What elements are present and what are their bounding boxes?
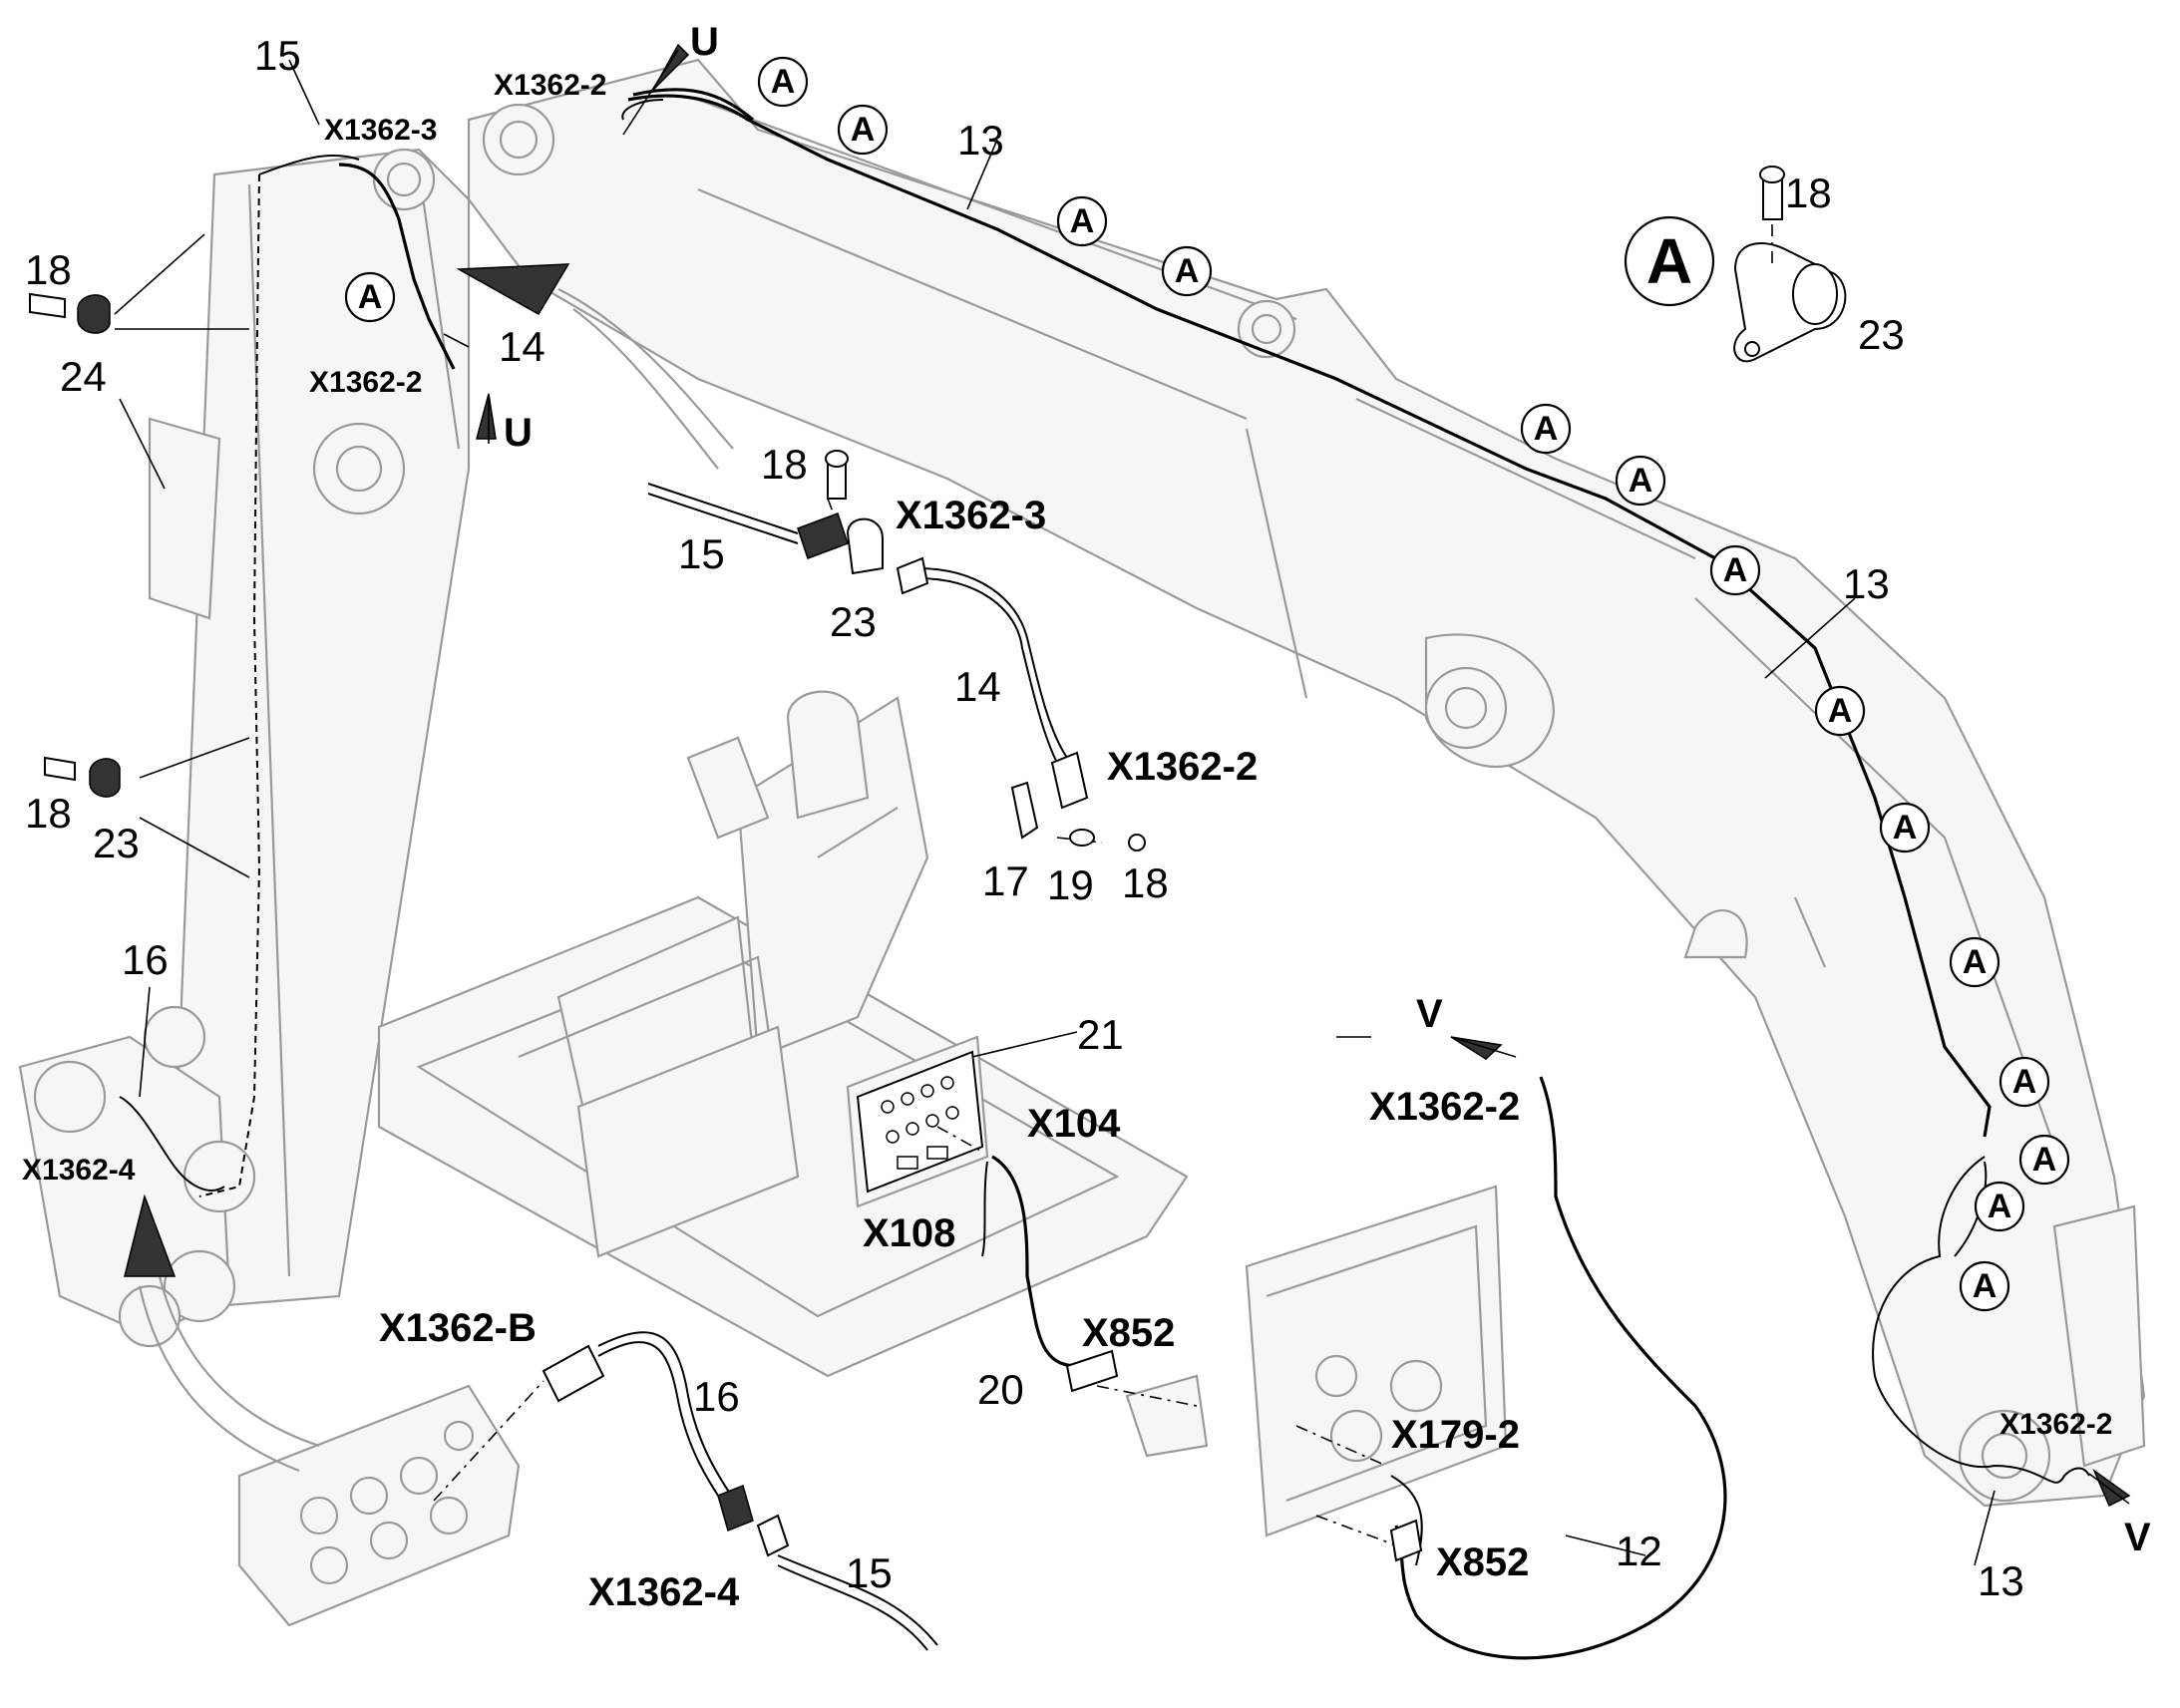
cable-15-16-arm-dashed [119, 154, 360, 1197]
hardware-x1362-3-detail [797, 450, 929, 595]
label-24: 24 [60, 353, 107, 400]
label-18: 18 [1785, 170, 1832, 216]
circle-a: A [2012, 1063, 2037, 1101]
label-13: 13 [1978, 1557, 2024, 1604]
circle-a: A [2032, 1141, 2057, 1179]
circle-a: A [1963, 943, 1988, 981]
hardware-x1362-b [542, 1344, 790, 1557]
hardware-clamp-23-arm [44, 756, 121, 798]
label-x1362-3: X1362-3 [324, 114, 437, 147]
connector-labels: X1362-2 X1362-3 X1362-2 X1362-3 X1362-2 … [22, 69, 2112, 1614]
label-23: 23 [93, 820, 140, 866]
label-x1362-2: X1362-2 [309, 366, 422, 399]
label-u: U [690, 20, 719, 64]
circle-a: A [1175, 252, 1200, 290]
label-x852: X852 [1082, 1311, 1175, 1355]
cable-16-detail [597, 1331, 938, 1651]
label-15: 15 [254, 32, 301, 79]
circle-a: A [1828, 692, 1853, 730]
cable-x179 [1390, 1475, 1423, 1566]
circle-a: A [1973, 1267, 1998, 1305]
label-16: 16 [122, 936, 169, 983]
circle-a-markers: A A A A A A A A A A A A A A A A [344, 56, 2070, 1312]
label-21: 21 [1077, 1011, 1124, 1058]
label-x1362-4: X1362-4 [22, 1154, 136, 1187]
part-number-labels: 15 13 18 23 18 24 14 18 15 23 14 13 18 2… [25, 32, 2024, 1604]
label-x108: X108 [863, 1211, 955, 1255]
label-15: 15 [846, 1549, 893, 1596]
label-v: V [2124, 1516, 2151, 1559]
label-x1362-2: X1362-2 [1369, 1085, 1520, 1129]
circle-a: A [1534, 410, 1559, 448]
hardware-clamp-23-detail [1733, 166, 1847, 363]
hardware-clamp-24 [29, 292, 111, 334]
label-23: 23 [1858, 311, 1905, 358]
label-x1362-4: X1362-4 [588, 1570, 740, 1614]
label-17: 17 [982, 857, 1029, 904]
circle-a: A [851, 111, 876, 149]
label-18: 18 [25, 790, 72, 837]
label-x1362-2: X1362-2 [494, 69, 606, 102]
valve-block [237, 1384, 521, 1627]
label-19: 19 [1047, 861, 1094, 908]
circle-a: A [1070, 202, 1095, 240]
cable-20 [981, 1155, 1078, 1368]
circle-a: A [771, 63, 796, 101]
hardware-x852 [1065, 1349, 1423, 1562]
circle-a: A [358, 278, 383, 316]
direction-arrows [124, 43, 2131, 1508]
arm-outline [18, 148, 471, 1348]
circle-a: A [1988, 1188, 2012, 1225]
label-u: U [504, 411, 533, 455]
cab-outline [377, 690, 1189, 1378]
cable-14-detail [916, 567, 1068, 764]
leader-lines [114, 59, 1996, 1566]
label-15: 15 [678, 530, 725, 577]
label-18: 18 [1122, 859, 1169, 906]
label-20: 20 [977, 1366, 1024, 1413]
boom-outline [467, 58, 2146, 1508]
label-x1362-2: X1362-2 [1107, 745, 1258, 789]
label-v: V [1416, 992, 1443, 1036]
label-x104: X104 [1027, 1102, 1121, 1146]
label-12: 12 [1616, 1528, 1662, 1574]
label-14: 14 [499, 323, 545, 370]
label-x1362-2: X1362-2 [1999, 1408, 2112, 1441]
label-23: 23 [830, 598, 877, 645]
label-18: 18 [25, 246, 72, 293]
frame-bracket [1125, 1185, 1508, 1537]
label-18: 18 [761, 441, 808, 488]
hardware-x1362-2-detail [1010, 751, 1146, 852]
circle-a: A [1723, 551, 1748, 589]
circle-a-detail: A [1646, 225, 1692, 297]
circle-a: A [1893, 809, 1918, 847]
control-board [846, 1035, 989, 1208]
label-x1362-3: X1362-3 [896, 494, 1046, 537]
direction-labels: U U V V [504, 20, 2151, 1559]
label-16: 16 [693, 1373, 740, 1420]
label-13: 13 [957, 117, 1004, 164]
cable-14-arm [338, 88, 754, 370]
cable-12 [1394, 1076, 1727, 1660]
cable-15-detail [647, 483, 799, 544]
circle-a: A [1629, 462, 1653, 500]
label-13: 13 [1843, 560, 1890, 607]
label-x1362-b: X1362-B [379, 1306, 537, 1350]
label-x179-2: X179-2 [1391, 1413, 1520, 1457]
label-x852: X852 [1436, 1540, 1529, 1584]
label-14: 14 [954, 663, 1001, 710]
